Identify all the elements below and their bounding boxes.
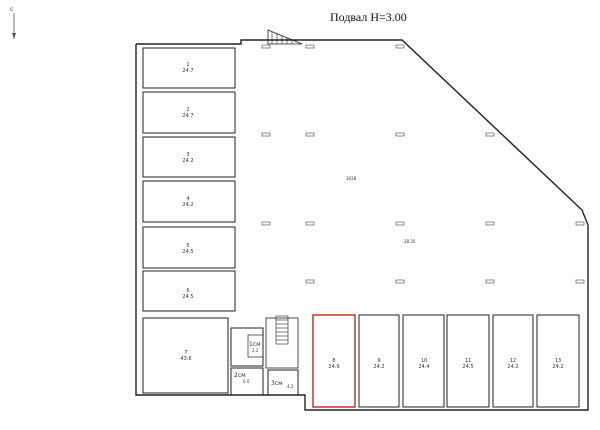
room-6-num: 6 — [186, 288, 189, 294]
room-10-area: 24.4 — [418, 364, 429, 370]
small-room-1-area: 2.2 — [252, 348, 259, 353]
small-room-3-area: 4.2 — [287, 384, 294, 389]
room-9 — [358, 314, 400, 408]
room-6-area: 24.5 — [182, 294, 193, 300]
room-1-num: 1 — [186, 62, 189, 68]
room-2 — [142, 91, 236, 134]
room-2-area: 24.7 — [182, 113, 193, 119]
room-10 — [402, 314, 445, 408]
room-13 — [536, 314, 580, 408]
small-room-2-label: 2см — [234, 372, 246, 379]
stairs-bottom-icon — [275, 315, 289, 345]
room-2-num: 2 — [186, 107, 189, 113]
room-12-area: 24.2 — [507, 364, 518, 370]
building-outline — [135, 39, 589, 411]
room-6 — [142, 270, 236, 312]
room-12 — [492, 314, 534, 408]
small-room-2-area: 6.0 — [243, 379, 250, 384]
hall-area: 28.35 — [404, 239, 416, 244]
room-5-area: 24.5 — [182, 249, 193, 255]
room-7 — [142, 317, 229, 394]
room-4 — [142, 180, 236, 223]
bottom-rooms — [312, 314, 580, 408]
room-12-num: 12 — [510, 358, 516, 364]
room-11 — [446, 314, 490, 408]
small-rooms — [230, 317, 299, 396]
room-7-area: 43.6 — [180, 356, 191, 362]
room-5 — [142, 226, 236, 269]
room-4-num: 4 — [186, 196, 189, 202]
compass-letter: c — [10, 7, 13, 13]
hall-dimension: 3028 — [346, 176, 357, 181]
room-9-area: 24.2 — [373, 364, 384, 370]
drawing-title: Подвал H=3.00 — [330, 10, 407, 24]
small-room-1-label: 1см — [249, 341, 261, 348]
room-8-area: 24.9 — [328, 364, 339, 370]
room-1-area: 24.7 — [182, 68, 193, 74]
room-7-num: 7 — [184, 350, 187, 356]
room-10-num: 10 — [421, 358, 427, 364]
north-arrow-icon: c — [8, 3, 18, 43]
small-room-3-label: 3см — [271, 380, 283, 387]
room-8-num: 8 — [332, 358, 335, 364]
stairs-top-icon — [267, 29, 303, 45]
left-rooms — [142, 47, 236, 394]
room-9-num: 9 — [377, 358, 380, 364]
room-8 — [312, 314, 356, 408]
columns — [261, 44, 585, 284]
room-5-num: 5 — [186, 243, 189, 249]
room-13-num: 13 — [555, 358, 561, 364]
room-11-area: 24.5 — [462, 364, 473, 370]
room-1 — [142, 47, 236, 89]
room-11-num: 11 — [465, 358, 471, 364]
room-13-area: 24.2 — [552, 364, 563, 370]
room-4-area: 24.2 — [182, 202, 193, 208]
room-3-num: 3 — [186, 152, 189, 158]
room-3-area: 24.2 — [182, 158, 193, 164]
room-3 — [142, 136, 236, 178]
